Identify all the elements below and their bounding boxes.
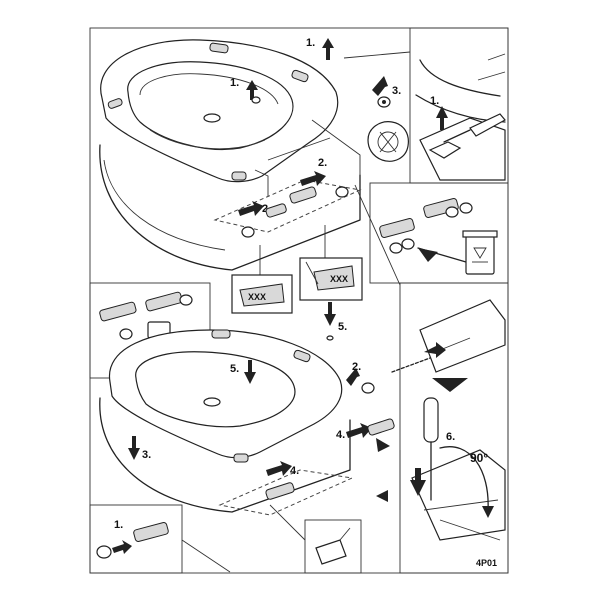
step-label: 5. (338, 321, 347, 333)
hinge-cover-detail (367, 121, 409, 162)
step-3-arrow: 3. (372, 76, 401, 108)
step-3-left: 3. (128, 436, 151, 461)
step-label: 6. (446, 431, 455, 443)
step-label: 3. (392, 85, 401, 97)
seat-assembly-middle (99, 329, 354, 516)
step-2-top: 2. 2. (238, 157, 349, 238)
panel-bottom-left: 1. (89, 504, 183, 574)
step-label: 4. (336, 429, 345, 441)
part-code-box-b: XXX (299, 257, 363, 301)
step-5-left: 5. (230, 360, 256, 384)
step-4-mid: 4. (336, 418, 395, 441)
step-label: 1. (230, 77, 239, 89)
step-1-arrow-top: 1. (306, 37, 411, 60)
step-4-low: 4. (265, 461, 299, 500)
step-1-pin-lid: 1. (230, 77, 261, 104)
part-cap-detail (304, 519, 362, 574)
recycle-bin-icon (462, 230, 498, 275)
step-label: 4. (290, 465, 299, 477)
part-code: XXX (248, 292, 266, 302)
panel-screwdriver-rotate: 6. 90° 4P01 (391, 282, 509, 574)
step-label: 5. (230, 363, 239, 375)
document-code: 4P01 (476, 558, 497, 568)
part-code-box-a: XXX (231, 274, 293, 314)
step-label: 1. (306, 37, 315, 49)
step-label: 1. (430, 95, 439, 107)
screwdriver-icon (469, 113, 506, 137)
step-label: 2. (352, 361, 361, 373)
panel-top-right: 1. (409, 27, 509, 184)
step-label: 3. (142, 449, 151, 461)
step-label: 1. (114, 519, 123, 531)
angle-label: 90° (470, 451, 488, 465)
part-code: XXX (330, 274, 348, 284)
step-label: 2. (318, 157, 327, 169)
seat-assembly-top (99, 39, 362, 271)
step-2-mid: 2. (346, 361, 375, 394)
panel-parts-recycle (369, 182, 509, 284)
step-5-mid: 5. (324, 302, 347, 341)
screwdriver-icon (423, 397, 439, 501)
